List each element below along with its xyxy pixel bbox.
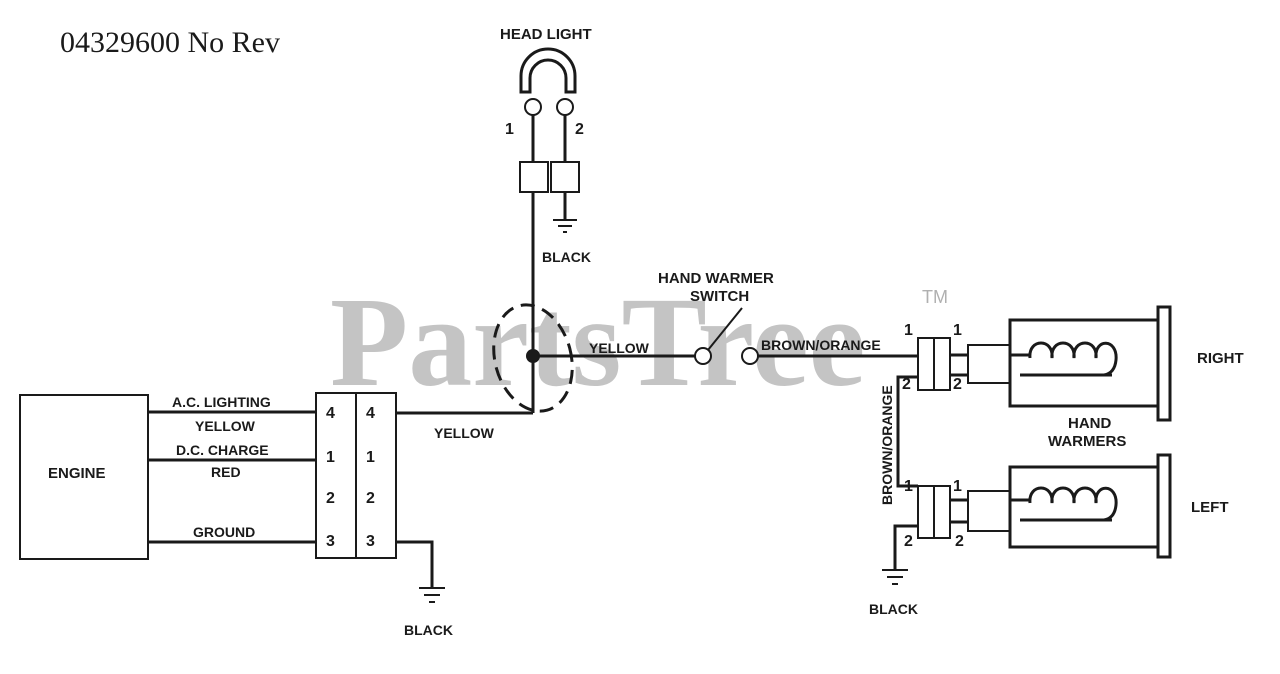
hand-warmers-title-line2: WARMERS <box>1048 433 1126 450</box>
right-element-pin-1: 1 <box>953 322 962 339</box>
left-grip-end-cap <box>1156 453 1172 559</box>
watermark-trademark: TM <box>922 287 948 307</box>
warmer-jumper-label: BROWN/ORANGE <box>879 385 895 505</box>
right-connector-right <box>933 337 951 391</box>
hand-warmers-title-line1: HAND <box>1068 415 1111 432</box>
harness-connector-pin-3: 3 <box>366 533 375 550</box>
headlight-ground-icon <box>553 219 577 233</box>
left-connector-left <box>917 485 935 539</box>
left-grip-body <box>1008 465 1160 549</box>
headlight-assembly: HEAD LIGHT 1 2 BLACK <box>500 26 592 358</box>
headlight-bulb-icon <box>519 47 577 94</box>
wire-circuit-dc-charge: D.C. CHARGE <box>176 442 269 458</box>
left-heating-coil-icon <box>1010 486 1118 522</box>
right-grip-body <box>1008 318 1160 408</box>
engine-ground-wire <box>396 540 434 588</box>
engine-box <box>19 394 149 560</box>
warmer-ground-label: BLACK <box>869 601 918 617</box>
hand-warmer-right: 1 2 1 2 RIGHT <box>902 305 1244 422</box>
left-connector-right <box>933 485 951 539</box>
left-harness-pin-2: 2 <box>904 533 913 550</box>
warmer-jumper-wire <box>896 375 918 488</box>
right-element-plug <box>967 344 1011 384</box>
switch-title-line2: SWITCH <box>690 288 749 305</box>
harness-connector-pin-2: 2 <box>366 490 375 507</box>
warmer-ground-wire <box>893 524 918 570</box>
engine-connector-pin-4: 4 <box>326 405 335 422</box>
right-harness-pin-2: 2 <box>902 376 911 393</box>
splice-highlight-circle <box>492 303 574 413</box>
left-element-pin-1: 1 <box>953 478 962 495</box>
switch-feed-label: YELLOW <box>589 340 650 356</box>
right-element-pin-2: 2 <box>953 376 962 393</box>
headlight-ground-label: BLACK <box>542 249 591 265</box>
headlight-connector-right <box>550 161 580 193</box>
headlight-pin-1: 1 <box>505 121 514 138</box>
right-warmer-label: RIGHT <box>1197 350 1244 367</box>
right-connector-left <box>917 337 935 391</box>
switch-title-line1: HAND WARMER <box>658 270 774 287</box>
wire-circuit-ac-lighting: A.C. LIGHTING <box>172 394 271 410</box>
right-harness-pin-1: 1 <box>904 322 913 339</box>
left-harness-pin-1: 1 <box>904 478 913 495</box>
switch-terminal-out <box>741 347 759 365</box>
switch-lever-icon <box>707 307 743 351</box>
headlight-connector-left <box>519 161 549 193</box>
left-element-plug <box>967 490 1011 532</box>
warmer-ground-icon <box>882 569 908 585</box>
left-element-pin-2: 2 <box>955 533 964 550</box>
watermark: PartsTree TM <box>330 271 948 413</box>
document-id: 04329600 No Rev <box>60 26 280 59</box>
wire-circuit-ground: GROUND <box>193 524 255 540</box>
switch-output-label: BROWN/ORANGE <box>761 337 881 353</box>
hand-warmer-left: 1 2 1 2 LEFT <box>904 453 1229 559</box>
headlight-pin-2: 2 <box>575 121 584 138</box>
hand-warmer-switch: HAND WARMER SWITCH <box>658 270 774 365</box>
wire-color-yellow: YELLOW <box>195 418 256 434</box>
engine-section: ENGINE A.C. LIGHTING YELLOW D.C. CHARGE … <box>19 392 453 638</box>
headlight-terminal-1 <box>524 98 542 116</box>
switch-terminal-in <box>694 347 712 365</box>
headlight-terminal-2 <box>556 98 574 116</box>
engine-connector-pin-2: 2 <box>326 490 335 507</box>
engine-connector-pin-1: 1 <box>326 449 335 466</box>
left-warmer-label: LEFT <box>1191 499 1229 516</box>
engine-connector-left <box>315 392 357 559</box>
watermark-text: PartsTree <box>330 271 865 413</box>
harness-connector-pin-1: 1 <box>366 449 375 466</box>
harness-yellow-label: YELLOW <box>434 425 495 441</box>
right-grip-end-cap <box>1156 305 1172 422</box>
engine-label: ENGINE <box>48 465 106 482</box>
engine-ground-label: BLACK <box>404 622 453 638</box>
harness-connector-pin-4: 4 <box>366 405 375 422</box>
wire-color-red: RED <box>211 464 241 480</box>
engine-connector-right <box>355 392 397 559</box>
right-heating-coil-icon <box>1010 341 1118 377</box>
engine-ground-icon <box>419 587 445 603</box>
headlight-title: HEAD LIGHT <box>500 26 592 43</box>
engine-connector-pin-3: 3 <box>326 533 335 550</box>
